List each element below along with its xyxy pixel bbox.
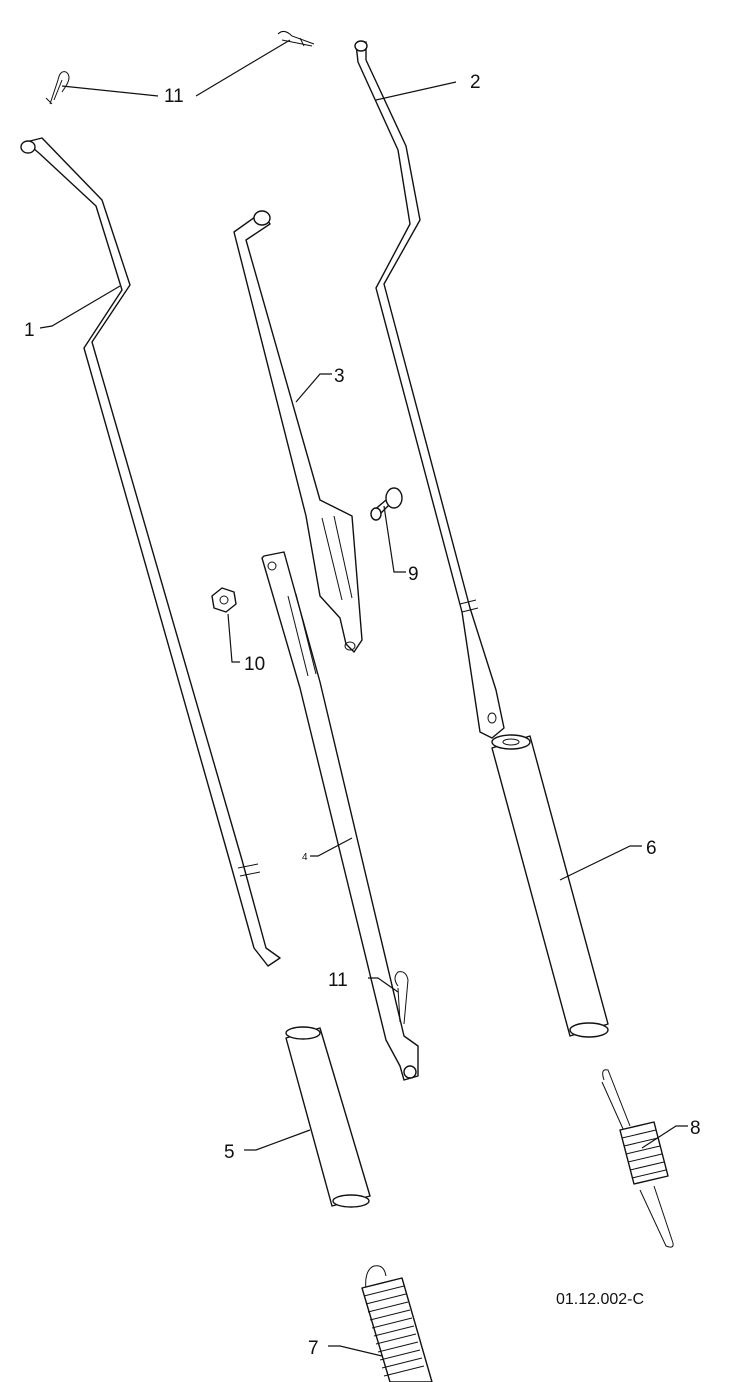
callout-2: 2 — [470, 72, 481, 93]
rod-part-1 — [20, 137, 281, 967]
callout-1: 1 — [24, 320, 35, 341]
drawing-code: 01.12.002-C — [556, 1291, 644, 1308]
clevis-pin-part-9 — [370, 487, 403, 521]
callout-5: 5 — [224, 1142, 235, 1163]
hex-nut-part-10 — [211, 587, 237, 613]
leader-lines — [39, 39, 688, 1357]
spring-part-8 — [601, 1069, 674, 1248]
sleeve-part-5 — [285, 1026, 371, 1208]
callout-11-top: 11 — [164, 86, 184, 107]
callout-6: 6 — [646, 838, 657, 859]
hairpin-clip-part-11-top — [277, 30, 315, 47]
rod-part-4 — [261, 551, 419, 1081]
callout-10: 10 — [244, 654, 265, 675]
hairpin-clip-part-11-left — [45, 71, 70, 105]
sleeve-part-6 — [491, 734, 609, 1038]
callout-3: 3 — [334, 366, 345, 387]
rod-part-2 — [354, 40, 505, 739]
hairpin-clip-part-11-middle — [394, 971, 409, 1025]
callout-9: 9 — [408, 564, 419, 585]
callout-7: 7 — [308, 1338, 319, 1359]
callout-4: 4 — [302, 852, 308, 863]
callout-8: 8 — [690, 1118, 701, 1139]
callout-11-middle: 11 — [328, 970, 348, 991]
rod-part-3 — [233, 210, 363, 653]
spring-part-7 — [361, 1265, 433, 1382]
